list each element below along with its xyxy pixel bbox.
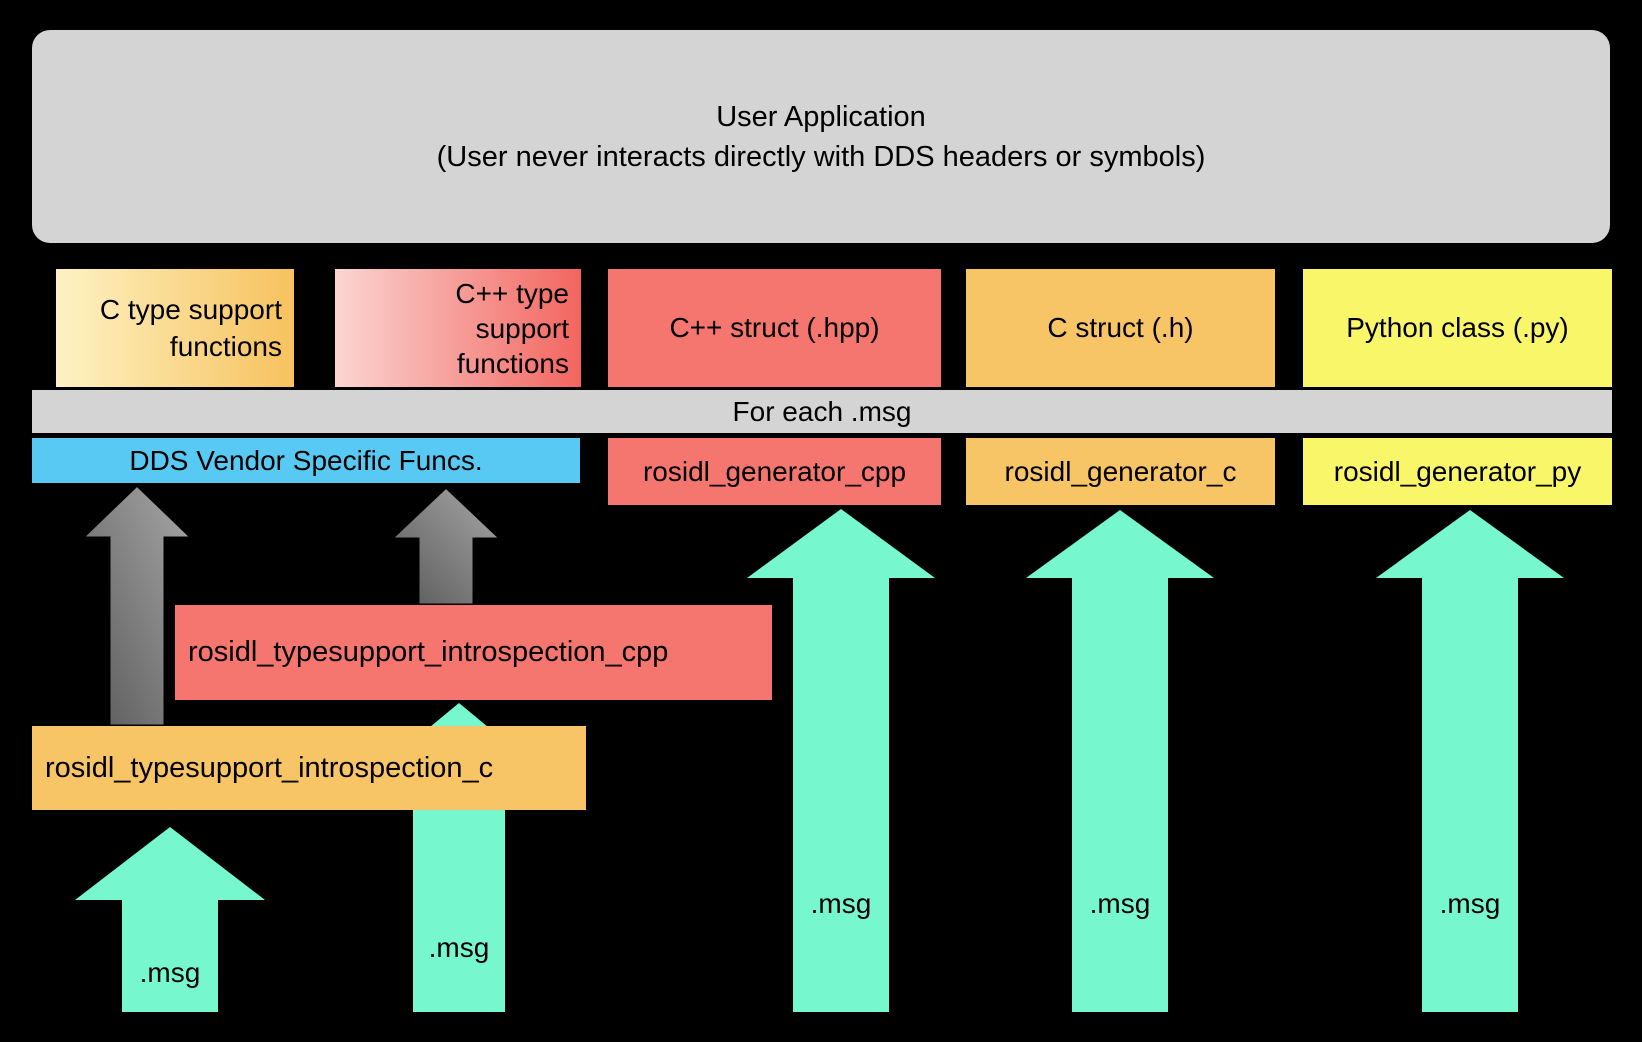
rosidl-generator-cpp-box: rosidl_generator_cpp <box>608 438 941 505</box>
msg-label-introspection-cpp: .msg <box>428 932 490 963</box>
msg-arrow-generator-c <box>1026 510 1214 1012</box>
rosidl-generator-py-label: rosidl_generator_py <box>1333 455 1582 487</box>
msg-label-generator-cpp: .msg <box>810 888 872 919</box>
msg-label-generator-c: .msg <box>1089 888 1151 919</box>
rosidl-generator-c-label: rosidl_generator_c <box>1004 455 1237 487</box>
msg-label-introspection-c: .msg <box>139 957 201 988</box>
rosidl-typesupport-introspection-c-box: rosidl_typesupport_introspection_c <box>32 726 586 810</box>
rosidl-typesupport-introspection-cpp-box: rosidl_typesupport_introspection_cpp <box>175 605 772 700</box>
rosidl-generator-py-box: rosidl_generator_py <box>1303 438 1612 505</box>
cpp-type-support-line2: support <box>475 312 569 344</box>
gray-arrow-introspection-cpp-to-dds <box>387 484 505 607</box>
c-type-support-line2: functions <box>169 331 282 362</box>
user-application-title: User Application <box>716 100 926 133</box>
msg-arrow-generator-cpp <box>747 509 935 1012</box>
python-class-label: Python class (.py) <box>1346 312 1569 343</box>
rosidl-typesupport-introspection-cpp-label: rosidl_typesupport_introspection_cpp <box>188 636 669 668</box>
dds-vendor-funcs-box: DDS Vendor Specific Funcs. <box>32 438 580 483</box>
rosidl-generator-cpp-label: rosidl_generator_cpp <box>642 455 907 487</box>
rosidl-generator-c-box: rosidl_generator_c <box>966 438 1275 505</box>
cpp-type-support-line3: functions <box>456 347 569 379</box>
cpp-struct-box: C++ struct (.hpp) <box>608 269 941 387</box>
c-struct-label: C struct (.h) <box>1047 312 1194 343</box>
user-application-subtitle: (User never interacts directly with DDS … <box>436 140 1206 173</box>
cpp-type-support-line1: C++ type <box>455 277 569 309</box>
for-each-msg-bar: For each .msg <box>32 390 1612 433</box>
dds-vendor-funcs-label: DDS Vendor Specific Funcs. <box>129 444 483 476</box>
msg-arrow-introspection-c <box>75 827 265 1012</box>
rosidl-typesupport-introspection-c-label: rosidl_typesupport_introspection_c <box>45 751 494 784</box>
cpp-struct-label: C++ struct (.hpp) <box>669 312 880 343</box>
c-type-support-line1: C type support <box>99 294 282 325</box>
cpp-type-support-box: C++ type support functions <box>335 269 581 387</box>
python-class-box: Python class (.py) <box>1303 269 1612 387</box>
msg-arrow-generator-py <box>1376 510 1564 1012</box>
for-each-msg-label: For each .msg <box>732 395 912 427</box>
c-struct-box: C struct (.h) <box>966 269 1275 387</box>
c-type-support-box: C type support functions <box>56 269 294 387</box>
user-application-box: User Application (User never interacts d… <box>32 30 1610 243</box>
msg-label-generator-py: .msg <box>1439 888 1501 919</box>
